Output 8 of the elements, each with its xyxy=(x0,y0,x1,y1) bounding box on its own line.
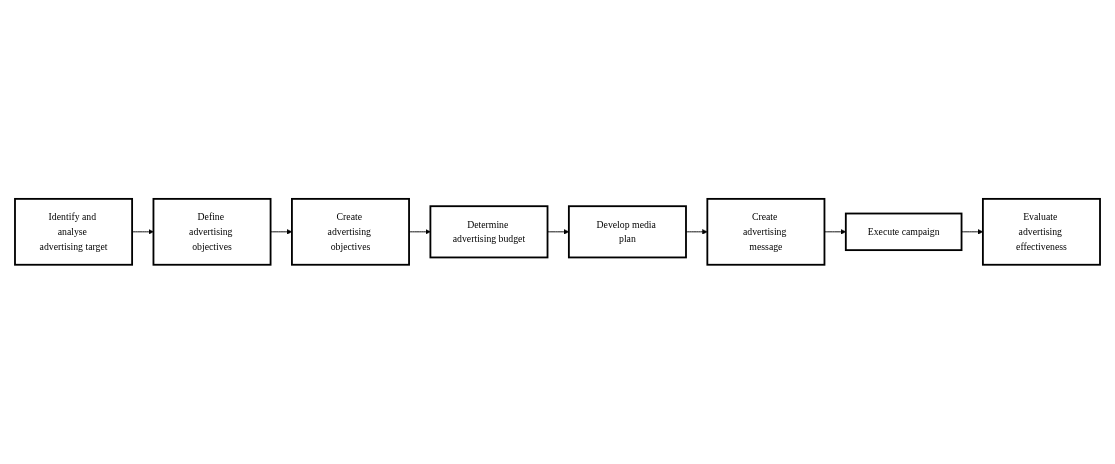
node-box: Identify and analyse advertising target xyxy=(14,198,134,266)
node-box: Create advertising message xyxy=(706,198,826,266)
node-box: Create advertising objectives xyxy=(291,198,410,266)
node-box: Define advertising objectives xyxy=(152,198,272,266)
node-box: Evaluate advertising effectiveness xyxy=(981,198,1101,266)
node-box: Develop media plan xyxy=(567,205,687,259)
node-box: Determine advertising budget xyxy=(429,205,549,259)
node-box: Execute campaign xyxy=(844,212,963,252)
